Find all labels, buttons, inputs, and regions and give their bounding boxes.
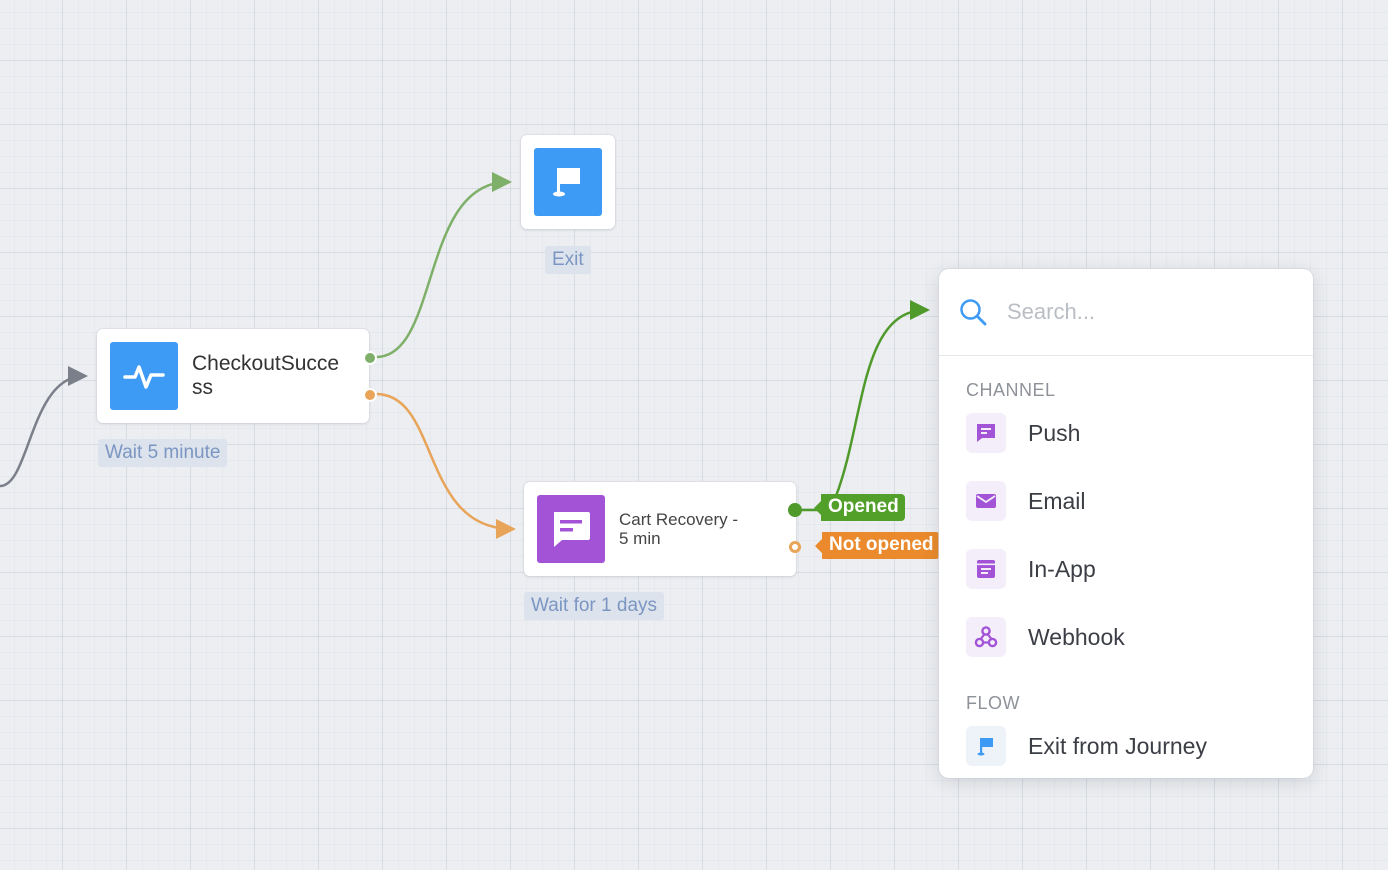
flag-icon <box>966 726 1006 766</box>
email-icon <box>966 481 1006 521</box>
checkout-node-title: CheckoutSuccess <box>192 352 340 399</box>
menu-item-label: Webhook <box>1028 623 1125 650</box>
search-row <box>939 269 1313 356</box>
checkout-node-tile <box>110 342 178 410</box>
menu-item-in-app[interactable]: In-App <box>939 535 1313 603</box>
cart-recovery-node[interactable]: Cart Recovery - 5 min <box>524 482 796 576</box>
cart-not-opened-port[interactable] <box>789 541 801 553</box>
menu-item-webhook[interactable]: Webhook <box>939 603 1313 671</box>
cart-node-tile <box>537 495 605 563</box>
checkout-fail-port[interactable] <box>363 388 377 402</box>
not-opened-branch-label[interactable]: Not opened <box>815 532 940 559</box>
pulse-icon <box>123 365 165 389</box>
search-icon <box>958 297 988 327</box>
menu-item-label: Exit from Journey <box>1028 732 1207 759</box>
exit-node-caption: Exit <box>545 246 591 274</box>
push-icon <box>966 413 1006 453</box>
opened-branch-label[interactable]: Opened <box>814 494 905 521</box>
exit-node[interactable] <box>521 135 615 229</box>
menu-item-label: In-App <box>1028 555 1096 582</box>
checkout-success-port[interactable] <box>363 351 377 365</box>
exit-node-tile <box>534 148 602 216</box>
checkout-node-caption: Wait 5 minute <box>98 439 228 467</box>
message-icon <box>554 512 590 547</box>
add-step-popover: CHANNEL Push Email <box>939 269 1313 778</box>
cart-node-title: Cart Recovery - 5 min <box>619 510 739 548</box>
edge-opened-to-picker <box>834 300 930 497</box>
channel-section-title: CHANNEL <box>966 380 1056 400</box>
cart-opened-port[interactable] <box>788 503 802 517</box>
search-input[interactable] <box>1005 298 1289 326</box>
webhook-icon <box>966 617 1006 657</box>
menu-item-label: Email <box>1028 487 1086 514</box>
edge-checkout-to-cart <box>375 392 516 539</box>
flag-icon <box>553 168 580 197</box>
cart-node-caption: Wait for 1 days <box>524 592 665 620</box>
checkout-success-node[interactable]: CheckoutSuccess <box>97 329 369 423</box>
edge-checkout-to-exit <box>375 172 512 359</box>
edge-incoming <box>0 366 88 488</box>
in-app-icon <box>966 549 1006 589</box>
flow-section-title: FLOW <box>966 693 1020 713</box>
menu-item-email[interactable]: Email <box>939 467 1313 535</box>
menu-item-label: Push <box>1028 419 1081 446</box>
menu-item-push[interactable]: Push <box>939 399 1313 467</box>
menu-item-exit-from-journey[interactable]: Exit from Journey <box>939 712 1313 778</box>
